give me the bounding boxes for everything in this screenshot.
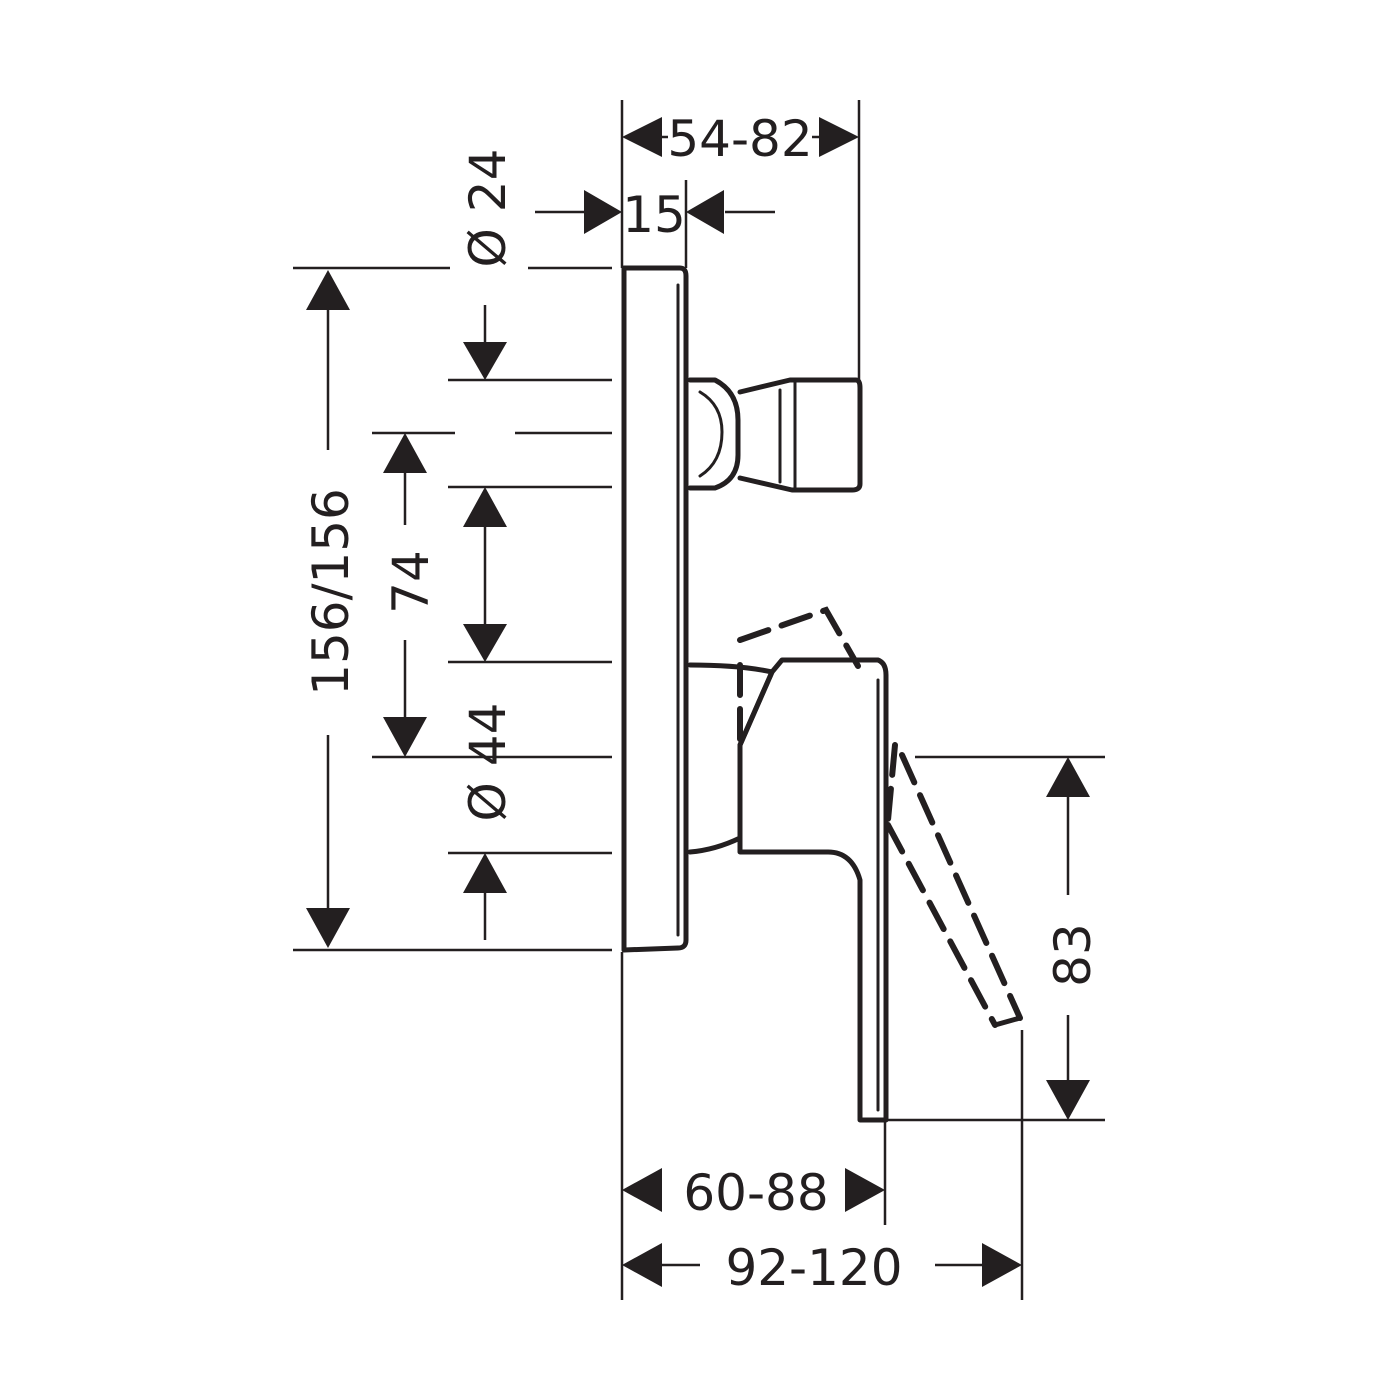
- arrow-right: [819, 117, 859, 157]
- dim-label-depth: 54-82: [667, 110, 812, 168]
- extension-lines: [293, 100, 1105, 1300]
- dimension-60-88: 60-88: [622, 1164, 885, 1222]
- arrow-left: [622, 1243, 662, 1287]
- dim-label-diverter-diameter: Ø 24: [459, 149, 517, 268]
- arrow-up: [1046, 757, 1090, 797]
- wall-plate: [621, 265, 689, 953]
- arrow-down-2: [463, 624, 507, 662]
- dim-label-handle-drop: 83: [1044, 923, 1102, 987]
- dim-label-thickness: 15: [622, 186, 686, 244]
- dim-label-height: 156/156: [302, 488, 360, 696]
- diverter-knob: [687, 377, 863, 493]
- arrow-right: [584, 190, 622, 234]
- handle-alt-position-up: [737, 606, 861, 743]
- arrow-left: [622, 1168, 662, 1212]
- arrow-up: [463, 487, 507, 527]
- arrow-down: [1046, 1080, 1090, 1120]
- dimension-24: Ø 24: [459, 149, 517, 662]
- dim-label-handle-diameter: Ø 44: [459, 703, 517, 822]
- dim-label-handle-projection: 60-88: [683, 1164, 828, 1222]
- dimension-92-120: 92-120: [622, 1239, 1022, 1297]
- arrow-left: [686, 190, 724, 234]
- dim-label-handle-projection-open: 92-120: [725, 1239, 902, 1297]
- handle-alt-position-open: [885, 742, 1023, 1028]
- arrow-down: [306, 908, 350, 948]
- arrow-right: [982, 1243, 1022, 1287]
- arrow-left: [622, 117, 662, 157]
- arrow-up: [306, 270, 350, 310]
- arrow-right: [845, 1168, 885, 1212]
- arrow-down: [383, 717, 427, 757]
- dim-label-center-distance: 74: [382, 550, 440, 614]
- arrow-up: [463, 853, 507, 893]
- dimension-74: 74: [382, 433, 440, 757]
- dimension-54-82: 54-82: [622, 110, 859, 168]
- arrow-up: [383, 433, 427, 473]
- dimension-156: 156/156: [302, 270, 360, 948]
- dimension-83: 83: [1044, 757, 1102, 1120]
- dimension-44: Ø 44: [459, 703, 517, 940]
- dimension-15: 15: [535, 186, 775, 244]
- mixer-handle: [687, 657, 889, 1123]
- arrow-down: [463, 342, 507, 380]
